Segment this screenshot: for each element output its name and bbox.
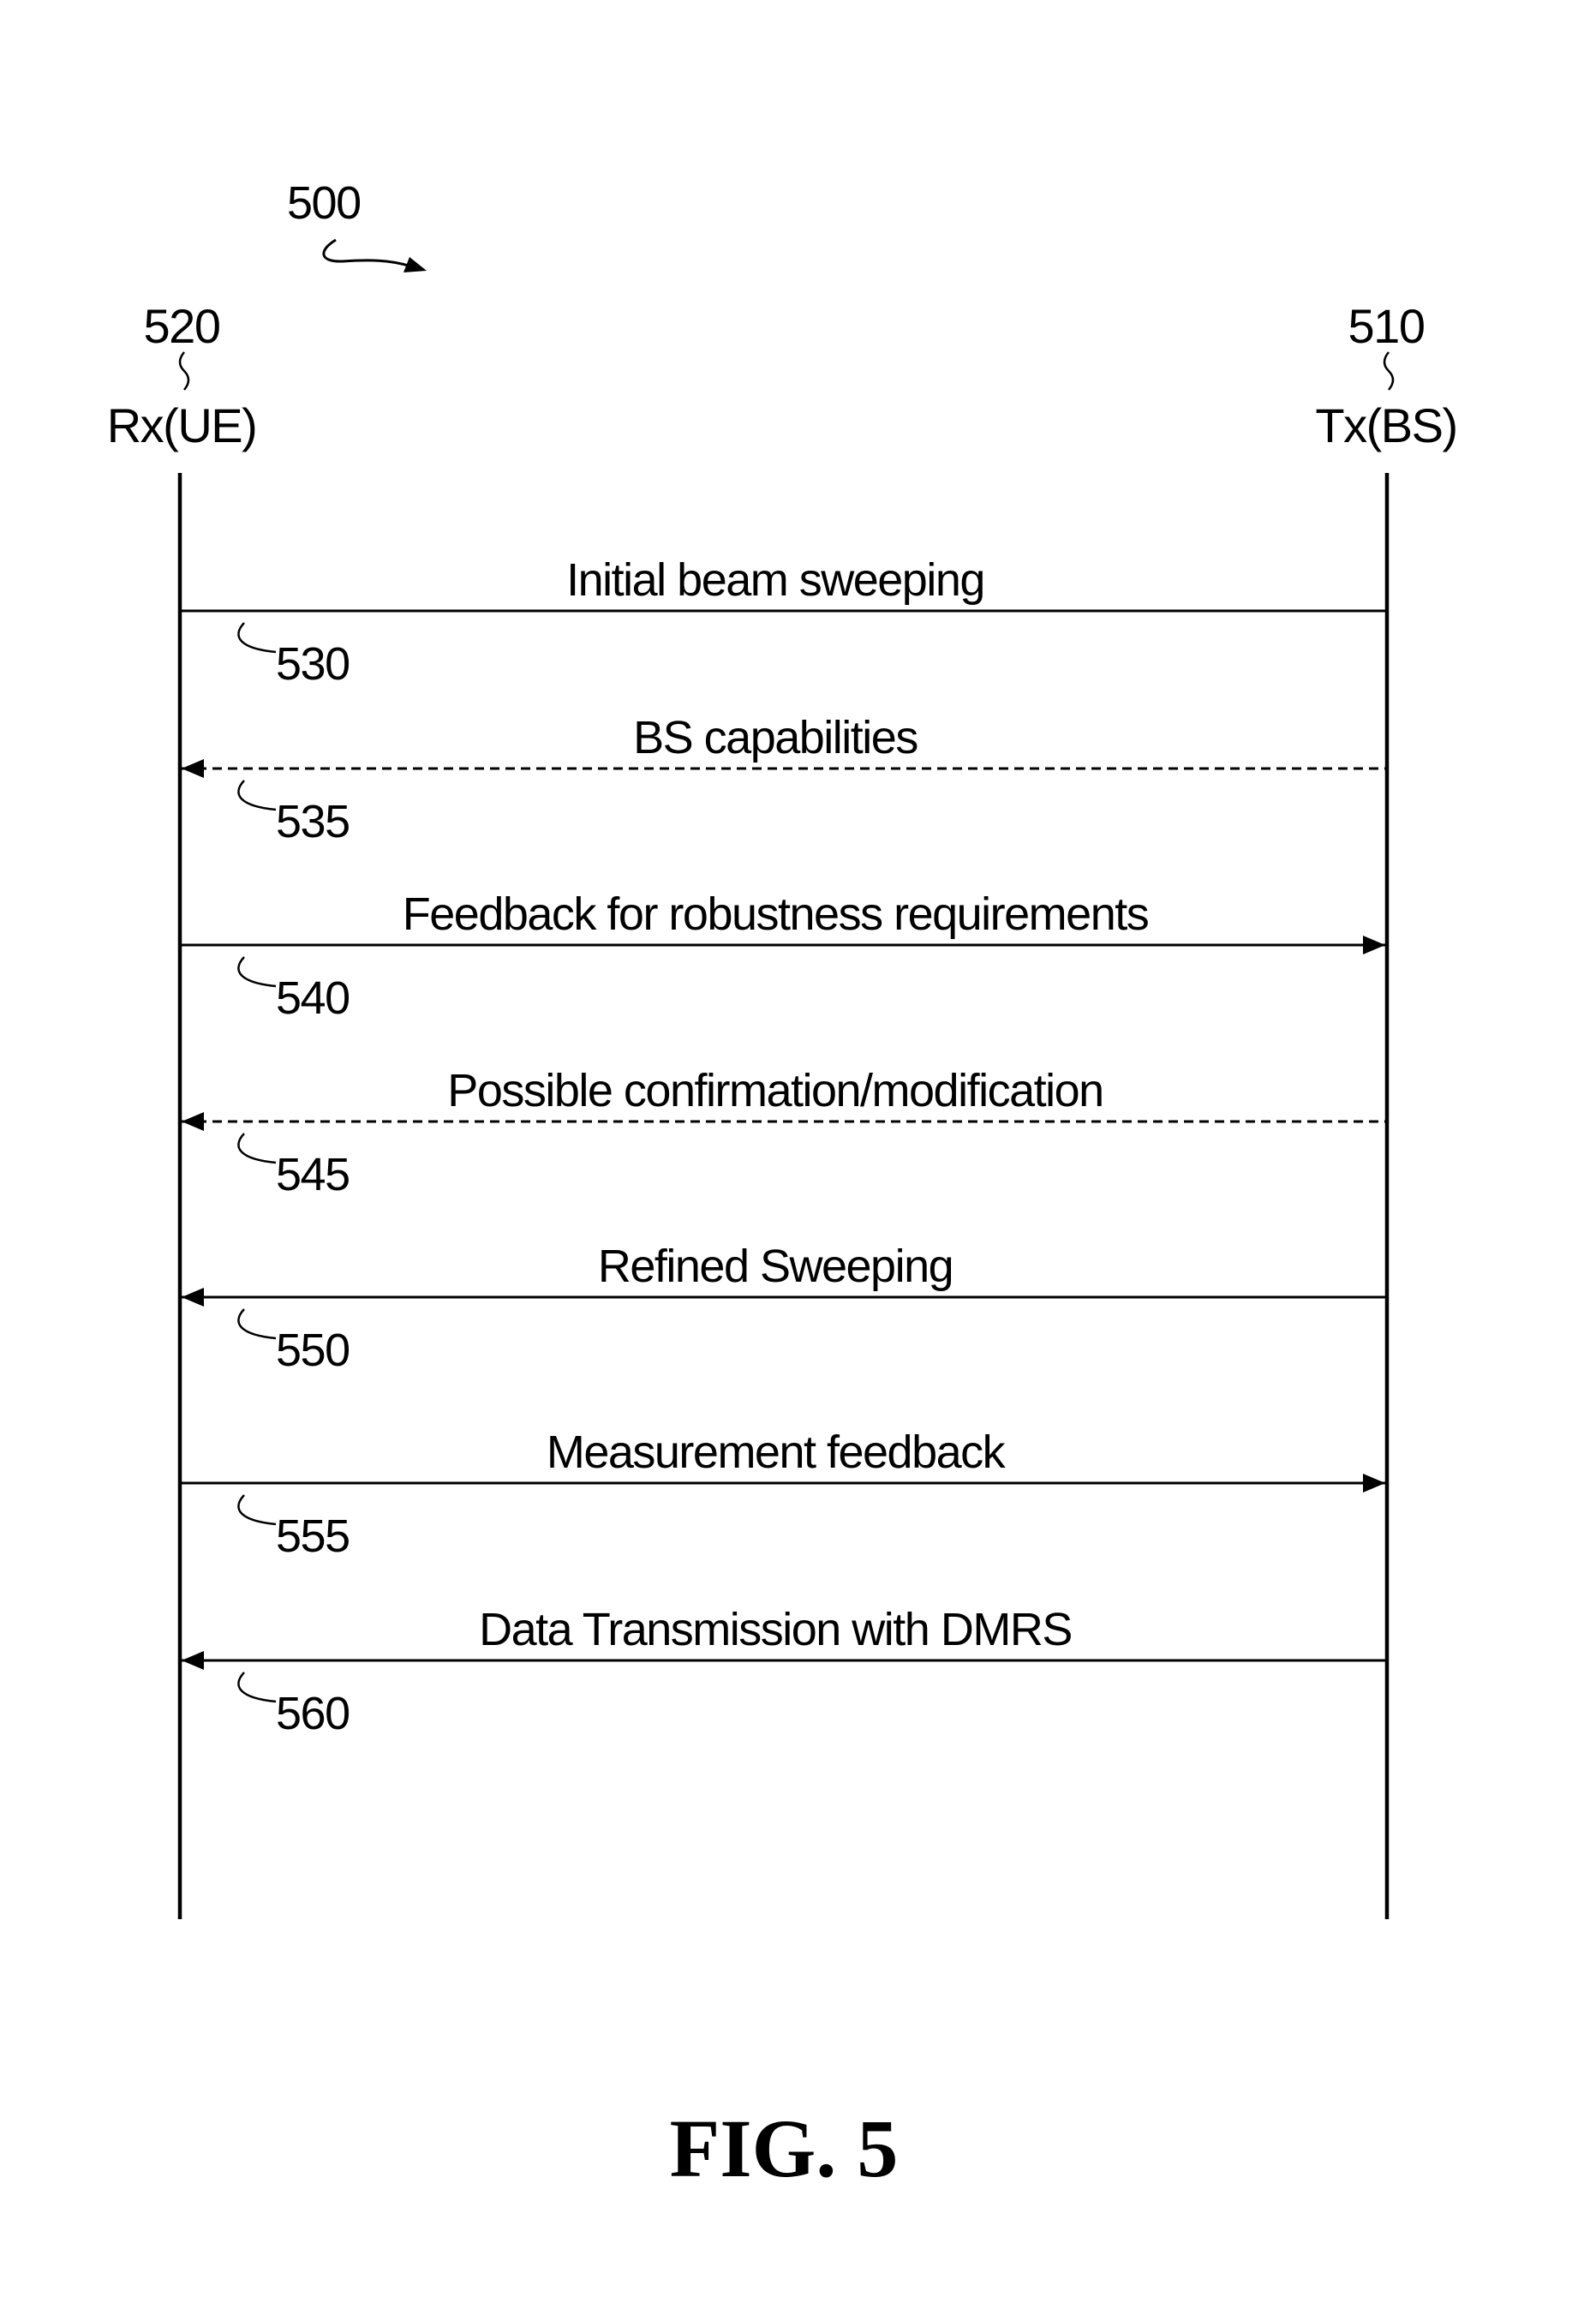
right-entity-leader bbox=[1383, 351, 1395, 391]
message-ref-leader bbox=[237, 1494, 277, 1526]
left-entity-leader bbox=[178, 351, 190, 391]
message-ref-leader bbox=[237, 622, 277, 654]
message-ref: 550 bbox=[276, 1325, 350, 1376]
message-ref: 540 bbox=[276, 972, 350, 1024]
message-560: Data Transmission with DMRS 560 bbox=[182, 1604, 1385, 1739]
message-arrowhead bbox=[182, 1288, 204, 1307]
figure-pointer-arrow bbox=[322, 238, 412, 268]
message-ref-leader bbox=[237, 956, 277, 988]
message-label: Possible confirmation/modification bbox=[447, 1065, 1103, 1116]
message-ref-leader bbox=[237, 1308, 277, 1340]
message-label: Refined Sweeping bbox=[598, 1241, 953, 1292]
figure-pointer-arrowhead bbox=[403, 257, 427, 272]
message-ref: 530 bbox=[276, 638, 350, 690]
message-ref: 545 bbox=[276, 1149, 350, 1200]
figure-number: 500 bbox=[287, 177, 361, 229]
right-entity-ref: 510 bbox=[1348, 299, 1425, 353]
message-ref: 555 bbox=[276, 1510, 350, 1562]
message-ref-leader bbox=[237, 1672, 277, 1703]
message-arrowhead bbox=[182, 1112, 204, 1131]
message-label: Feedback for robustness requirements bbox=[403, 888, 1149, 940]
message-ref: 535 bbox=[276, 796, 350, 847]
message-530: Initial beam sweeping 530 bbox=[182, 554, 1385, 690]
message-label: BS capabilities bbox=[633, 712, 918, 763]
message-label: Data Transmission with DMRS bbox=[479, 1604, 1072, 1655]
message-group: Initial beam sweeping 530 BS capabilities 5… bbox=[182, 554, 1385, 1739]
message-ref-leader bbox=[237, 1133, 277, 1164]
message-label: Measurement feedback bbox=[547, 1427, 1007, 1478]
message-arrowhead bbox=[182, 759, 204, 778]
message-label: Initial beam sweeping bbox=[566, 554, 984, 606]
message-arrowhead bbox=[182, 1651, 204, 1670]
right-entity-name: Tx(BS) bbox=[1315, 398, 1456, 452]
left-entity-name: Rx(UE) bbox=[107, 398, 257, 452]
left-entity-ref: 520 bbox=[144, 299, 220, 353]
message-535: BS capabilities 535 bbox=[182, 712, 1385, 847]
message-540: Feedback for robustness requirements 540 bbox=[182, 888, 1385, 1024]
message-arrowhead bbox=[1363, 936, 1385, 954]
message-ref: 560 bbox=[276, 1688, 350, 1739]
message-ref-leader bbox=[237, 780, 277, 811]
message-550: Refined Sweeping 550 bbox=[182, 1241, 1385, 1376]
figure-caption: FIG. 5 bbox=[670, 2103, 899, 2194]
message-555: Measurement feedback 555 bbox=[182, 1427, 1385, 1562]
message-545: Possible confirmation/modification 545 bbox=[182, 1065, 1385, 1200]
message-arrowhead bbox=[1363, 1474, 1385, 1492]
